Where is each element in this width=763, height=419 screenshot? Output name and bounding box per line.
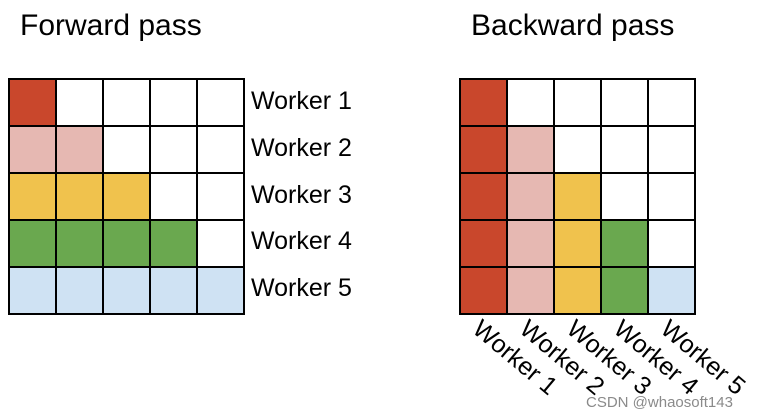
backward-cell-r2-c1: [461, 127, 506, 172]
forward-cell-r2-c3: [104, 127, 149, 172]
backward-cell-r5-c1: [461, 268, 506, 313]
forward-cell-r2-c5: [198, 127, 243, 172]
forward-cell-r5-c4: [151, 268, 196, 313]
backward-cell-r3-c1: [461, 174, 506, 219]
forward-cell-r1-c1: [10, 80, 55, 125]
forward-row-label-worker-5: Worker 5: [251, 274, 352, 302]
backward-cell-r2-c4: [602, 127, 647, 172]
forward-cell-r1-c2: [57, 80, 102, 125]
forward-cell-r3-c2: [57, 174, 102, 219]
watermark: CSDN @whaosoft143: [586, 394, 733, 411]
backward-cell-r3-c2: [508, 174, 553, 219]
backward-cell-r4-c4: [602, 221, 647, 266]
forward-cell-r3-c4: [151, 174, 196, 219]
forward-row-label-worker-2: Worker 2: [251, 134, 352, 162]
backward-cell-r5-c2: [508, 268, 553, 313]
forward-cell-r2-c2: [57, 127, 102, 172]
forward-cell-r5-c3: [104, 268, 149, 313]
forward-cell-r1-c5: [198, 80, 243, 125]
forward-cell-r1-c4: [151, 80, 196, 125]
backward-cell-r2-c5: [649, 127, 694, 172]
forward-cell-r4-c2: [57, 221, 102, 266]
forward-cell-r3-c5: [198, 174, 243, 219]
backward-cell-r3-c5: [649, 174, 694, 219]
backward-cell-r5-c5: [649, 268, 694, 313]
forward-cell-r4-c1: [10, 221, 55, 266]
forward-cell-r2-c4: [151, 127, 196, 172]
forward-cell-r1-c3: [104, 80, 149, 125]
forward-cell-r4-c3: [104, 221, 149, 266]
backward-pass-title: Backward pass: [471, 9, 675, 42]
forward-cell-r5-c1: [10, 268, 55, 313]
backward-cell-r1-c3: [555, 80, 600, 125]
forward-cell-r3-c1: [10, 174, 55, 219]
backward-cell-r1-c5: [649, 80, 694, 125]
backward-cell-r1-c2: [508, 80, 553, 125]
forward-cell-r3-c3: [104, 174, 149, 219]
backward-cell-r5-c4: [602, 268, 647, 313]
forward-cell-r2-c1: [10, 127, 55, 172]
backward-cell-r1-c1: [461, 80, 506, 125]
backward-pass-grid: [459, 78, 696, 315]
backward-cell-r2-c2: [508, 127, 553, 172]
forward-cell-r5-c5: [198, 268, 243, 313]
forward-row-label-worker-3: Worker 3: [251, 181, 352, 209]
forward-row-label-worker-1: Worker 1: [251, 87, 352, 115]
forward-cell-r4-c5: [198, 221, 243, 266]
backward-cell-r3-c3: [555, 174, 600, 219]
forward-cell-r4-c4: [151, 221, 196, 266]
backward-cell-r4-c2: [508, 221, 553, 266]
backward-cell-r1-c4: [602, 80, 647, 125]
forward-pass-grid: [8, 78, 245, 315]
backward-cell-r3-c4: [602, 174, 647, 219]
backward-cell-r4-c5: [649, 221, 694, 266]
forward-row-label-worker-4: Worker 4: [251, 227, 352, 255]
forward-cell-r5-c2: [57, 268, 102, 313]
backward-cell-r5-c3: [555, 268, 600, 313]
forward-pass-title: Forward pass: [20, 9, 202, 42]
backward-cell-r4-c3: [555, 221, 600, 266]
backward-cell-r2-c3: [555, 127, 600, 172]
backward-cell-r4-c1: [461, 221, 506, 266]
